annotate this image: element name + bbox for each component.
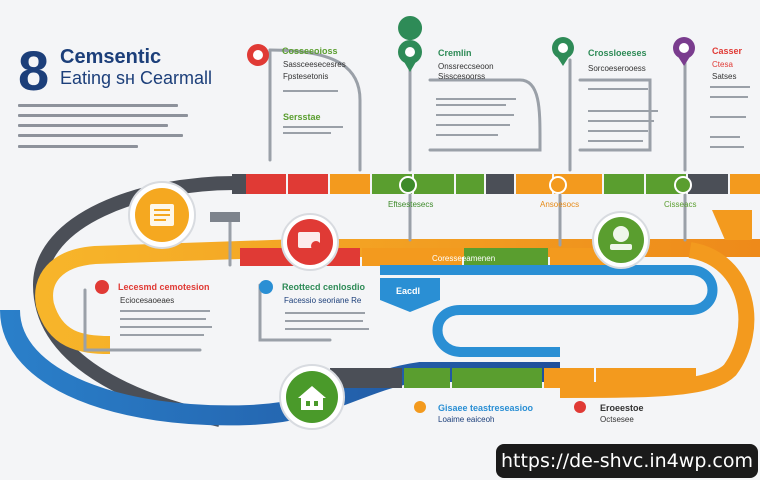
- card-mid2-title: Reottecd cenlosdio: [282, 282, 366, 292]
- node-green-right: [592, 211, 650, 269]
- card-top1-line1: Sassceesecesres: [283, 60, 346, 69]
- gray-chip: [210, 212, 240, 222]
- card-top4-line2: Satses: [712, 72, 737, 81]
- blue-badge-title: Eacdl: [396, 286, 421, 296]
- icon-teal-small: [259, 280, 273, 294]
- blue-upper-road: [380, 265, 718, 357]
- node-red: [281, 213, 339, 271]
- node-orange: [128, 181, 196, 249]
- header-number: 8: [18, 39, 50, 102]
- card-top4-line1: Ctesa: [712, 60, 733, 69]
- road-label: Coresseeamenen: [432, 254, 496, 263]
- icon-orange-small: [414, 401, 426, 413]
- marker-green-1: [399, 176, 417, 194]
- card-top3-line1: Sorcoeserooess: [588, 64, 646, 73]
- card-top4-title: Casser: [712, 46, 743, 56]
- text-lines-left: [18, 104, 188, 148]
- pin-red-top: [247, 44, 269, 66]
- marker-2-label: Ansoesocs: [540, 200, 580, 209]
- pin-teal-top: [552, 37, 574, 66]
- header-subtitle: Eating sн Cearmall: [60, 68, 212, 88]
- url-watermark: https://de-shvc.in4wp.com: [496, 444, 758, 478]
- card-mid1-sub: Eciocesaoeaes: [120, 296, 175, 305]
- marker-1-label: Eftsestesecs: [388, 200, 434, 209]
- card-bottom1-title: Gisaee teastreseasioo: [438, 403, 534, 413]
- marker-3-label: Cisseacs: [664, 200, 697, 209]
- card-mid2-sub: Facessio seoriane Re: [284, 296, 362, 305]
- icon-red-bottom: [574, 401, 586, 413]
- connector-lines: [83, 48, 687, 352]
- blue-badge: [380, 278, 440, 312]
- node-green-bottom: [279, 364, 345, 430]
- card-top2-line2: Sisscesoorss: [438, 72, 486, 81]
- card-top2-line1: Onssreccseoon: [438, 62, 494, 71]
- pin-green-top: [398, 16, 423, 72]
- top-road: [232, 174, 760, 194]
- pin-purple-top: [673, 37, 695, 66]
- icon-red-small: [95, 280, 109, 294]
- bottom-road: [330, 368, 696, 388]
- card-top1-line2: Fpstesetonis: [283, 72, 329, 81]
- card-mid1-title: Lecesmd cemotesion: [118, 282, 210, 292]
- right-orange-road: [559, 242, 755, 398]
- orange-road: [35, 239, 760, 354]
- marker-orange-1: [549, 176, 567, 194]
- card-top2-title: Cremlin: [438, 48, 472, 58]
- card-bottom2-sub: Octsesee: [600, 415, 634, 424]
- text-lines-cards: [120, 86, 750, 336]
- card-top1-title: Cosseeoioss: [282, 46, 338, 56]
- header-title: Cemsentic: [60, 46, 162, 68]
- card-bottom1-sub: Loaime eaiceoh: [438, 415, 495, 424]
- card-top1b-title: Sersstae: [283, 112, 321, 122]
- marker-green-2: [674, 176, 692, 194]
- card-bottom2-title: Eroeestoe: [600, 403, 644, 413]
- orange-flag: [712, 210, 752, 240]
- card-top3-title: Crossloeeses: [588, 48, 647, 58]
